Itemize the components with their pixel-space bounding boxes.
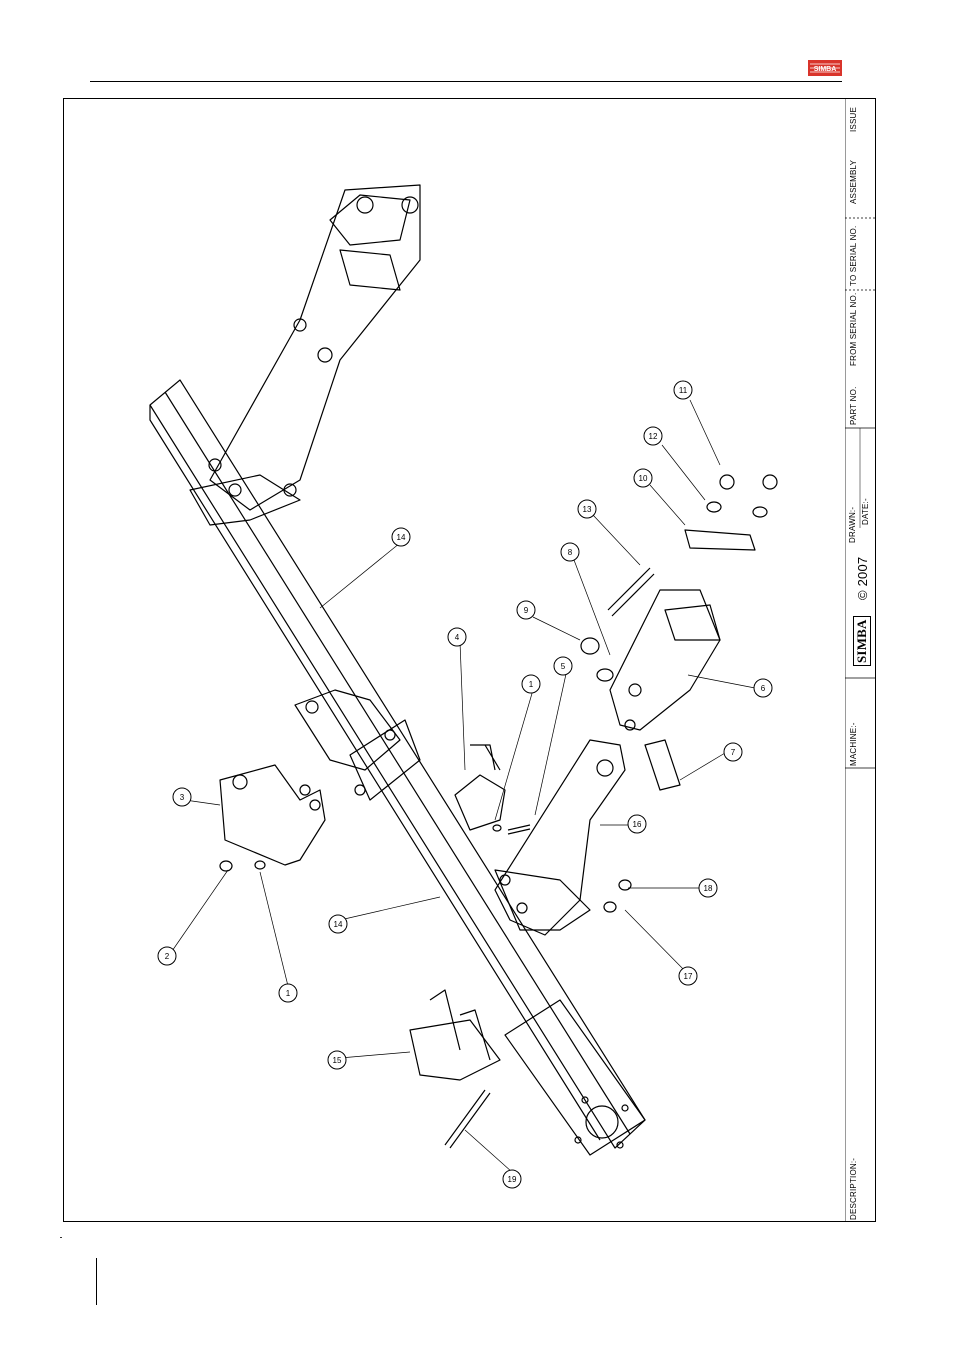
svg-text:7: 7 (731, 748, 736, 757)
copyright-label: © 2007 (855, 557, 870, 600)
svg-text:19: 19 (508, 1175, 517, 1184)
svg-text:16: 16 (633, 820, 642, 829)
logo-text: SIMBA (814, 66, 837, 73)
page-mark (60, 1237, 62, 1238)
callout-19: 19 (503, 1170, 521, 1188)
callout-6: 6 (754, 679, 772, 697)
svg-text:14: 14 (334, 920, 343, 929)
machine-label: MACHINE:- (849, 722, 858, 766)
svg-text:18: 18 (704, 884, 713, 893)
svg-text:2: 2 (165, 952, 170, 961)
callout-8: 8 (561, 543, 579, 561)
svg-text:12: 12 (649, 432, 658, 441)
svg-text:17: 17 (684, 972, 693, 981)
callout-3: 3 (173, 788, 191, 806)
svg-text:15: 15 (333, 1056, 342, 1065)
part-no-label: PART NO. (849, 387, 858, 426)
svg-text:8: 8 (568, 548, 573, 557)
callout-12: 12 (644, 427, 662, 445)
svg-text:1: 1 (529, 680, 534, 689)
callout-1-lower: 1 (279, 984, 297, 1002)
assembly-label: ASSEMBLY (849, 160, 858, 204)
callout-9: 9 (517, 601, 535, 619)
callout-18: 18 (699, 879, 717, 897)
svg-text:4: 4 (455, 633, 460, 642)
simba-brand: SIMBA (853, 616, 871, 666)
svg-text:1: 1 (286, 989, 291, 998)
title-block: ISSUE ASSEMBLY TO SERIAL NO. FROM SERIAL… (845, 98, 876, 1222)
callout-5: 5 (554, 657, 572, 675)
svg-text:9: 9 (524, 606, 529, 615)
callout-10: 10 (634, 469, 652, 487)
date-label: DATE:- (861, 498, 870, 525)
description-label: DESCRIPTION:- (849, 1158, 858, 1220)
exploded-assembly-drawing: 11 12 10 13 8 9 5 1 4 6 7 14 3 16 18 14 … (63, 98, 845, 1222)
to-serial-label: TO SERIAL NO. (849, 226, 858, 286)
svg-text:14: 14 (397, 533, 406, 542)
footer-rule (96, 1258, 97, 1305)
svg-text:6: 6 (761, 684, 766, 693)
from-serial-label: FROM SERIAL NO. (849, 293, 858, 366)
issue-label: ISSUE (849, 107, 858, 132)
callout-16: 16 (628, 815, 646, 833)
callout-17: 17 (679, 967, 697, 985)
drawn-label: DRAWN:- (848, 507, 857, 543)
svg-text:5: 5 (561, 662, 566, 671)
header-rule (90, 81, 842, 82)
callout-14-upper: 14 (392, 528, 410, 546)
callout-2: 2 (158, 947, 176, 965)
callout-4: 4 (448, 628, 466, 646)
simba-logo: SIMBA (808, 58, 842, 78)
svg-text:3: 3 (180, 793, 185, 802)
callout-15: 15 (328, 1051, 346, 1069)
svg-text:10: 10 (639, 474, 648, 483)
callout-11: 11 (674, 381, 692, 399)
svg-text:13: 13 (583, 505, 592, 514)
callout-14-lower: 14 (329, 915, 347, 933)
callout-7: 7 (724, 743, 742, 761)
callout-1-upper: 1 (522, 675, 540, 693)
callout-13: 13 (578, 500, 596, 518)
svg-text:11: 11 (679, 386, 688, 395)
